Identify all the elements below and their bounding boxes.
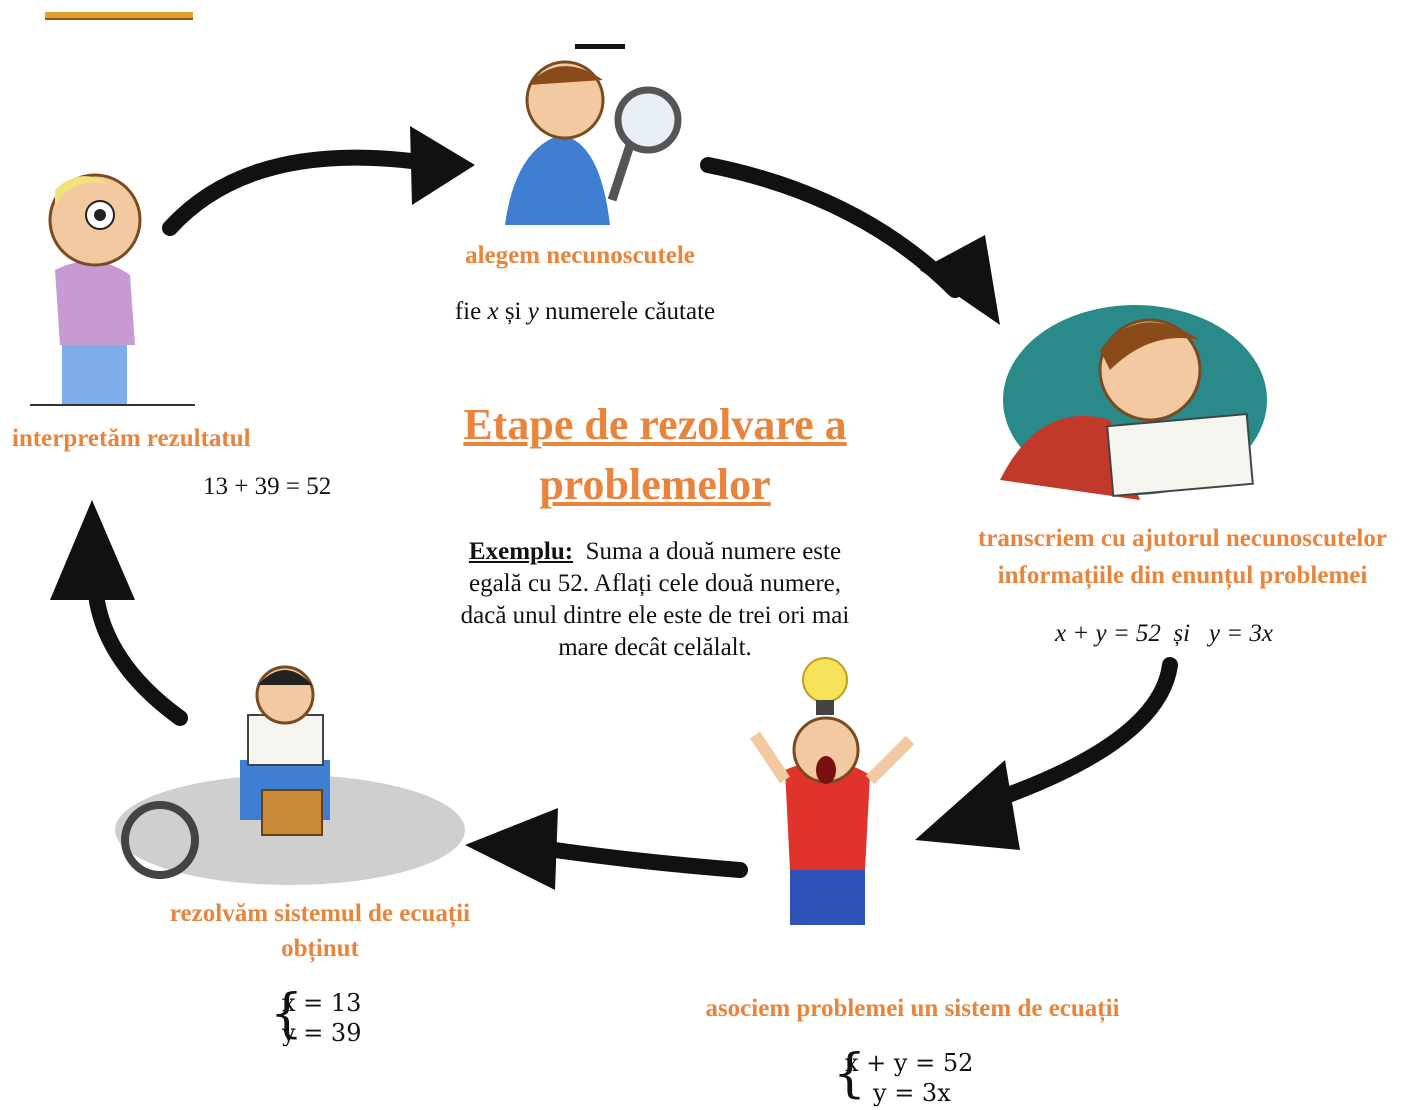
title-line-2: problemelor — [539, 460, 771, 509]
thinking-kid-image — [30, 173, 195, 406]
example-line-1: Exemplu: Suma a două numere este — [400, 536, 910, 568]
system-eq-2: y = 3x — [873, 1079, 951, 1107]
system-eq-1: x + y = 52 — [845, 1049, 974, 1077]
var-x: x — [487, 298, 499, 325]
arrow-5-head — [50, 500, 135, 600]
step-solve-label-2: obținut — [281, 935, 359, 962]
system-brace: { — [833, 1044, 867, 1104]
step-system-equations: { x + y = 52 y = 3x — [833, 1044, 974, 1108]
detail-suffix: numerele căutate — [538, 298, 716, 325]
arrow-1-head — [410, 126, 475, 205]
page-title: Etape de rezolvare a problemelor — [400, 395, 910, 515]
detail-prefix: fie — [454, 298, 488, 325]
step-solve-label-1: rezolvăm sistemul de ecuații — [169, 900, 471, 927]
example-label: Exemplu: — [468, 538, 574, 565]
magnifier-kid-image — [505, 44, 682, 225]
step-system-label: asociem problemei un sistem de ecuații — [705, 995, 1120, 1022]
step-interpret-math: 13 + 39 = 52 — [203, 473, 332, 500]
example-line-2: egală cu 52. Aflați cele două numere, — [468, 570, 842, 597]
excited-kid-image — [750, 657, 915, 925]
title-line-1: Etape de rezolvare a — [463, 400, 847, 449]
example-text-1: Suma a două numere este — [585, 538, 842, 565]
step-transcribe-label-1: transcriem cu ajutorul necunoscutelor — [978, 525, 1387, 552]
var-y: y — [527, 298, 539, 325]
arrow-1 — [162, 149, 428, 236]
step-choose-detail: fie x și y numerele căutate — [430, 298, 740, 326]
step-interpret-label: interpretăm rezultatul — [12, 425, 251, 452]
arrow-5 — [87, 577, 188, 726]
step-choose-label: alegem necunoscutele — [465, 242, 695, 269]
step-transcribe-label-2: informațiile din enunțul problemei — [997, 562, 1368, 589]
arrow-3-head — [915, 760, 1020, 850]
step-solve-equations: { x = 13 y = 39 — [270, 984, 362, 1048]
writing-kid-image — [1000, 305, 1267, 500]
detail-mid: și — [498, 298, 528, 325]
solve-eq-1: x = 13 — [282, 989, 362, 1017]
arrow-4 — [547, 842, 748, 878]
solve-brace: { — [270, 984, 304, 1044]
example-text: Exemplu: Suma a două numere este egală c… — [400, 536, 910, 664]
step-transcribe-math: x + y = 52 și y = 3x — [1055, 620, 1273, 647]
accent-bar — [45, 12, 193, 20]
solving-kid-image — [115, 665, 465, 885]
arrow-3 — [992, 657, 1178, 806]
example-line-4: mare decât celălalt. — [558, 634, 752, 661]
arrow-2-head — [920, 235, 1000, 325]
example-line-3: dacă unul dintre ele este de trei ori ma… — [460, 602, 850, 629]
solve-eq-2: y = 39 — [282, 1019, 362, 1047]
arrow-4-head — [465, 808, 558, 890]
